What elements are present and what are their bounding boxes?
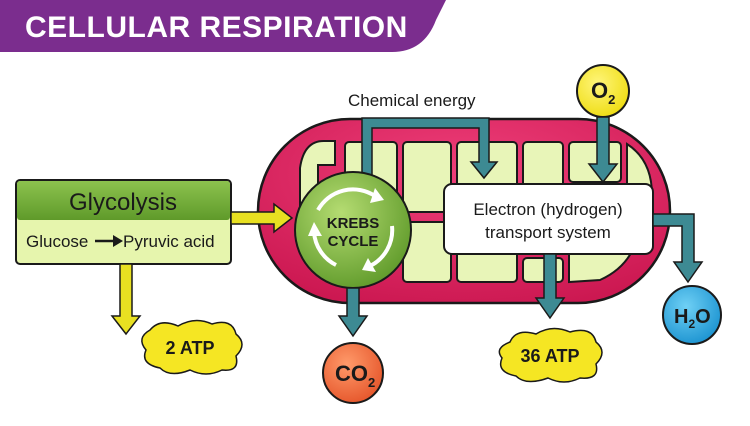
krebs-label-line1: KREBS [327, 215, 380, 232]
atp-transport-blob [498, 327, 603, 383]
water-circle [662, 285, 722, 345]
glycolysis-to-atp-arrow [110, 263, 142, 336]
carbon-dioxide-subscript: 2 [368, 375, 375, 390]
crista-bottom-4 [522, 257, 564, 283]
carbon-dioxide-label: CO2 [335, 361, 375, 390]
electron-transport-line2: transport system [485, 223, 611, 242]
transport-to-atp-arrow [534, 253, 566, 320]
glycolysis-header [17, 181, 230, 220]
pyruvic-acid-label: Pyruvic acid [123, 232, 215, 251]
page-title: CELLULAR RESPIRATION [25, 11, 408, 44]
pyruvate-to-krebs-arrow [230, 202, 294, 234]
atp-glycolysis-blob [141, 319, 243, 375]
glucose-to-pyruvate-arrow [95, 235, 123, 247]
carbon-dioxide-circle [322, 342, 384, 404]
water-h: H [674, 306, 688, 328]
krebs-cycle-arrows-icon [308, 187, 395, 272]
electron-transport-line1: Electron (hydrogen) [473, 200, 622, 219]
chemical-energy-arrow [361, 117, 499, 187]
carbon-dioxide-base: CO [335, 361, 368, 386]
oxygen-to-transport-arrow [587, 116, 619, 184]
krebs-to-co2-arrow [337, 287, 369, 338]
oxygen-label: O2 [591, 78, 615, 107]
water-label: H2O [674, 306, 711, 331]
chemical-energy-label: Chemical energy [348, 91, 476, 110]
oxygen-base: O [591, 78, 608, 103]
glycolysis-title: Glycolysis [69, 189, 177, 216]
header-banner [0, 0, 446, 52]
water-subscript: 2 [688, 317, 695, 331]
oxygen-subscript: 2 [608, 92, 615, 107]
electron-transport-box [443, 183, 654, 255]
krebs-label-line2: CYCLE [328, 233, 379, 250]
atp-glycolysis-label: 2 ATP [165, 338, 214, 358]
crista-top-5 [568, 141, 622, 183]
water-o: O [695, 306, 711, 328]
atp-transport-label: 36 ATP [520, 346, 579, 366]
transport-to-water-arrow [652, 213, 704, 284]
crista-top-2 [402, 141, 452, 213]
glucose-label: Glucose [26, 232, 88, 251]
